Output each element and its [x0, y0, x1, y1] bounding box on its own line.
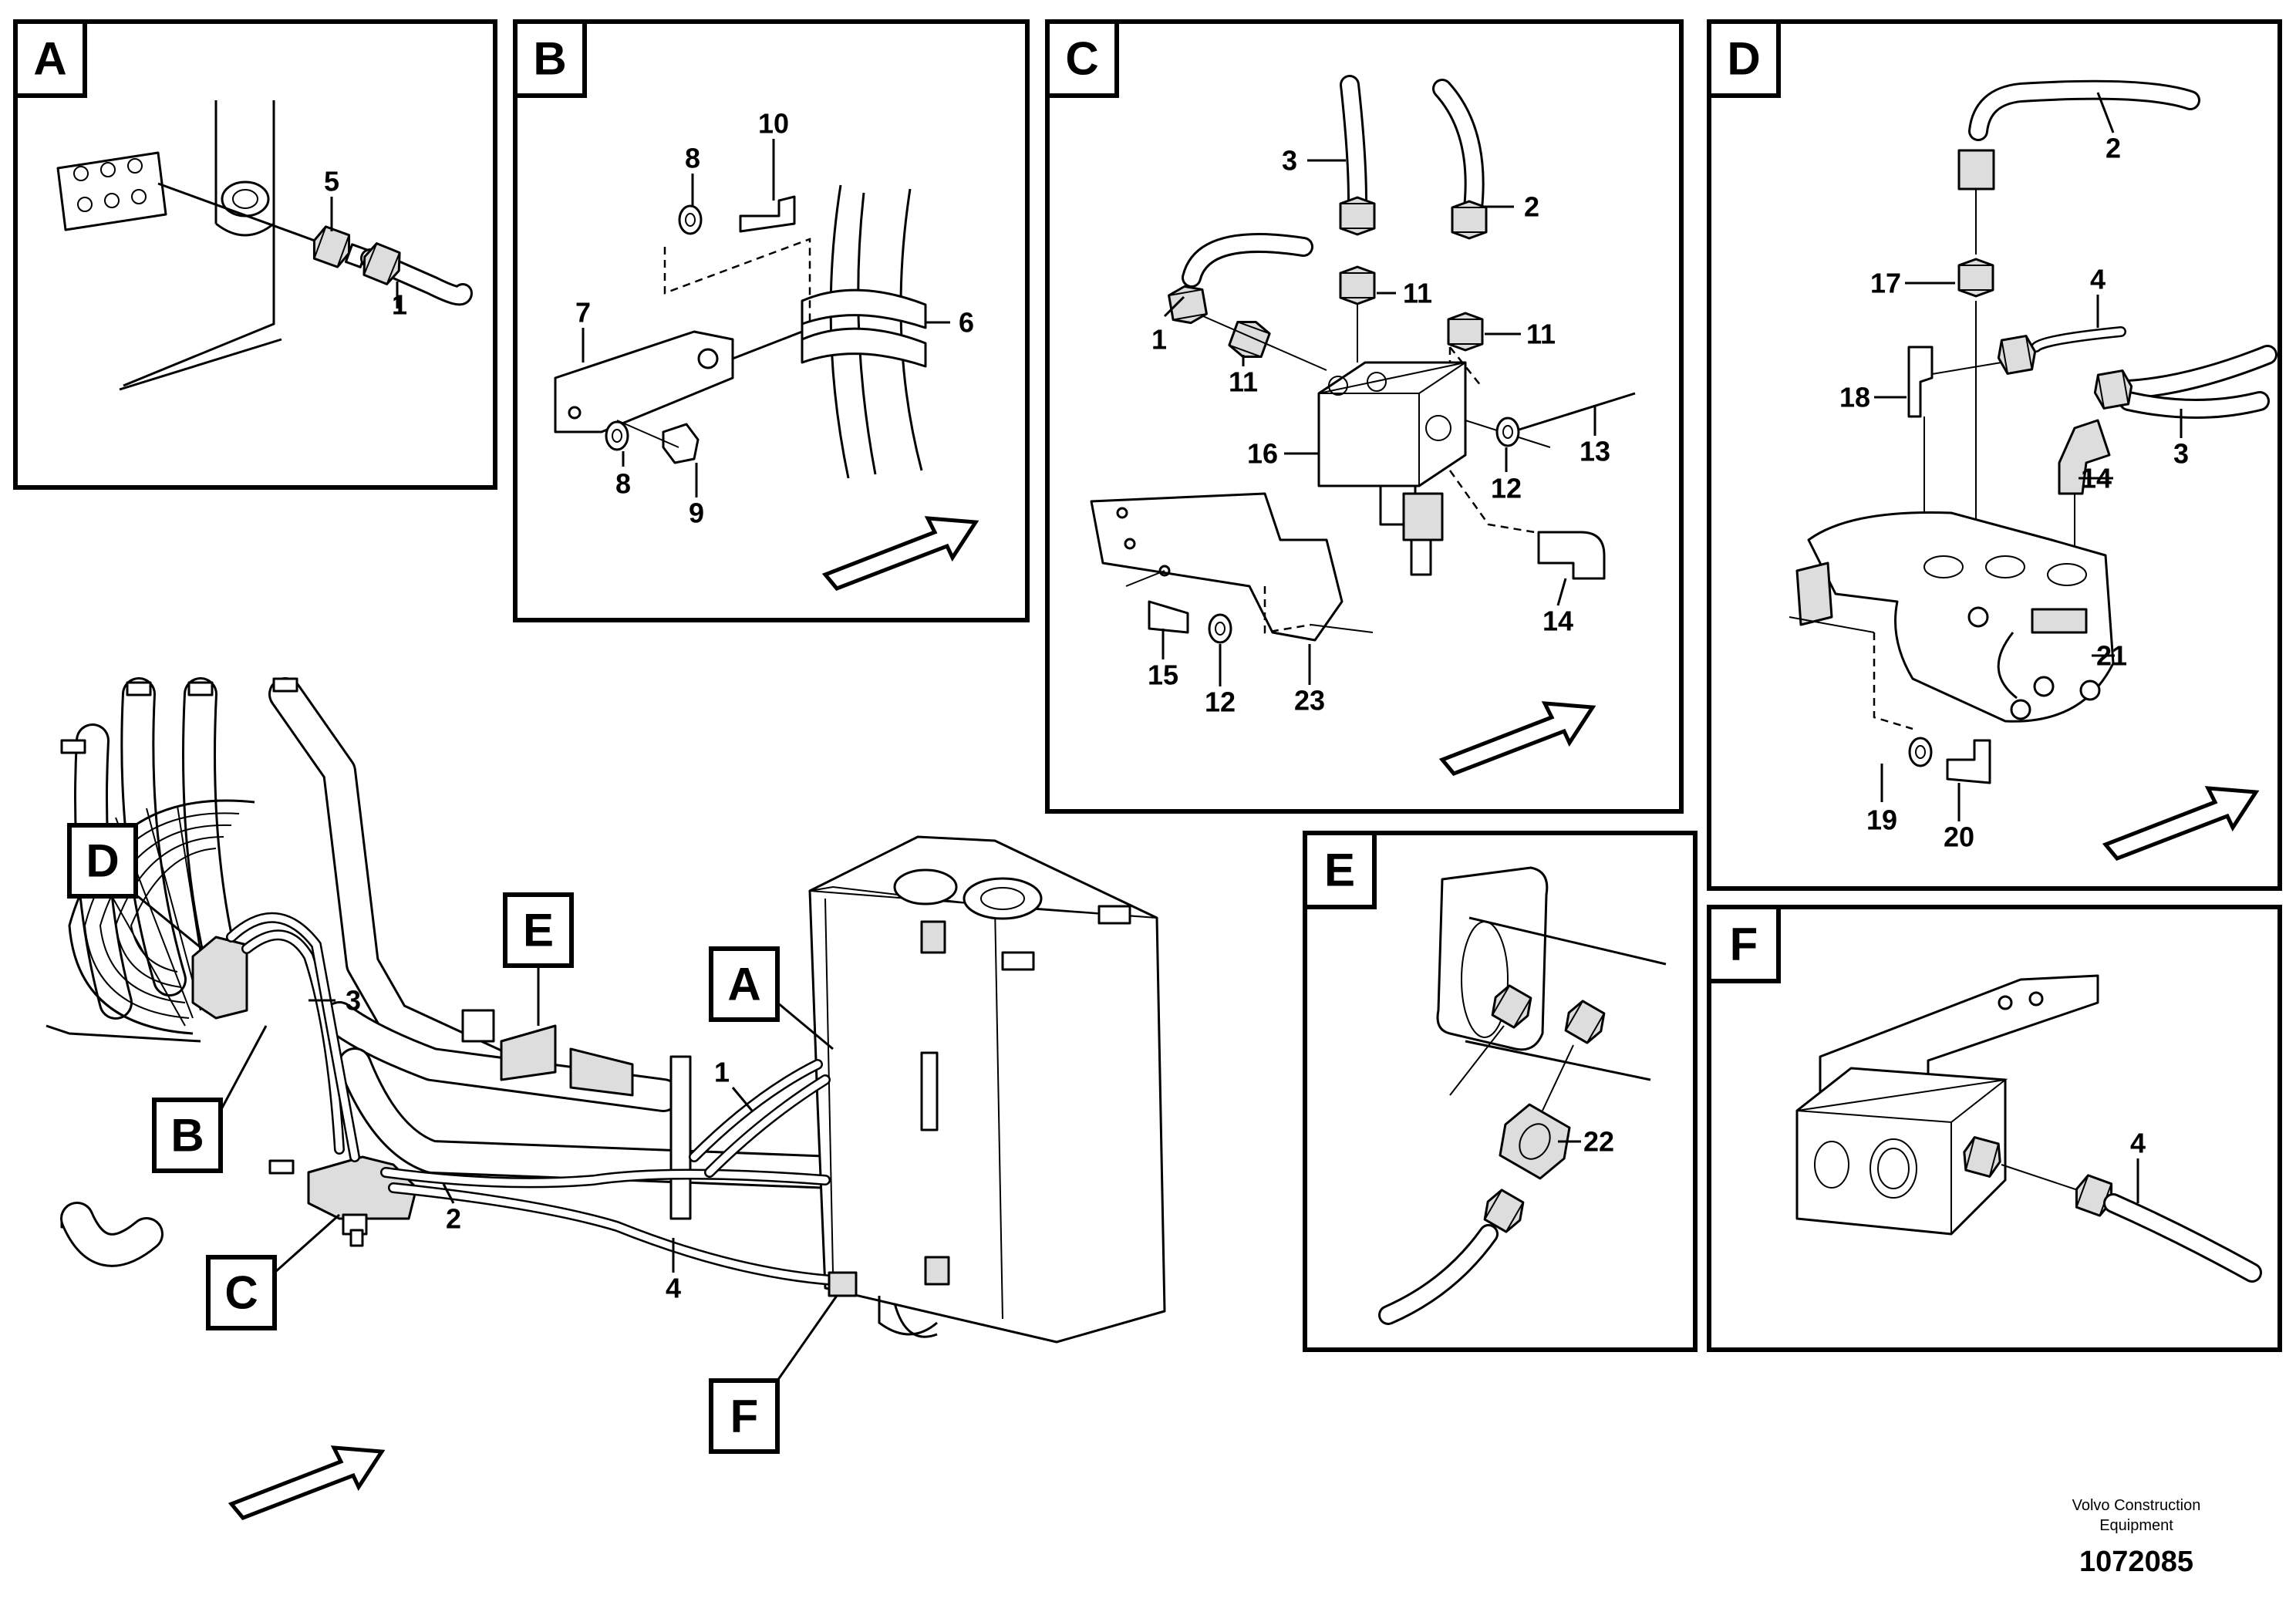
panel-d: D 2: [1707, 19, 2282, 891]
overview-callout-b: B: [170, 1110, 204, 1162]
pump-21: [1807, 511, 2115, 723]
panel-a-part-5: 5: [324, 166, 339, 197]
panel-b: B 8 10 7 6 8 9: [513, 19, 1030, 622]
panel-e-letter: E: [1324, 845, 1355, 896]
overview-part-4: 4: [666, 1273, 681, 1304]
bolt-15: [1148, 600, 1189, 634]
overview-callout-f: F: [730, 1391, 759, 1442]
bracket-7: [554, 330, 734, 433]
overview-callout-a: A: [727, 959, 760, 1010]
panel-d-part-4: 4: [2090, 264, 2106, 295]
nut-22: [1499, 1103, 1571, 1180]
footer: Volvo Construction Equipment 1072085: [2072, 1497, 2201, 1578]
panel-e: E 22: [1303, 831, 1698, 1352]
valve-block-16: [1317, 361, 1467, 487]
panel-d-part-19: 19: [1866, 804, 1897, 836]
panel-f-part-4: 4: [2130, 1128, 2146, 1159]
panel-b-part-6: 6: [959, 307, 974, 339]
overview-callout-c: C: [224, 1267, 258, 1319]
hydraulic-tank: [808, 835, 1166, 1344]
footer-brand-line2: Equipment: [2099, 1517, 2173, 1534]
panel-b-part-8a: 8: [685, 143, 700, 174]
bracket-23: [1090, 492, 1344, 642]
panel-b-part-9: 9: [689, 497, 704, 529]
overview-part-3: 3: [346, 985, 361, 1017]
flange: [1436, 866, 1549, 1051]
panel-c-part-12b: 12: [1205, 686, 1236, 718]
panel-b-part-8b: 8: [615, 468, 631, 500]
panel-c-part-11a: 11: [1403, 278, 1432, 309]
panel-a-part-1: 1: [392, 289, 407, 321]
fitting-18: [1907, 346, 1934, 418]
overview-drawing: [46, 677, 1166, 1344]
panel-a-letter: A: [33, 33, 66, 85]
panel-d-part-18: 18: [1839, 382, 1870, 413]
panel-c-part-11c: 11: [1229, 366, 1258, 398]
panel-d-part-20: 20: [1944, 821, 1974, 853]
bolt-20: [1946, 739, 1991, 784]
panel-f-letter: F: [1730, 919, 1758, 970]
panel-b-part-10: 10: [758, 108, 789, 140]
direction-arrow-d: [2102, 786, 2260, 861]
overview-part-2: 2: [446, 1203, 461, 1235]
overview-callouts: D E A B C F 3 1 2 4: [67, 823, 838, 1454]
panel-c-letter: C: [1065, 33, 1098, 85]
panel-d-part-3: 3: [2173, 438, 2189, 470]
panel-f: F 4: [1707, 905, 2282, 1352]
overview-part-1: 1: [714, 1057, 730, 1088]
clamp-6: [801, 288, 927, 329]
bolt-9: [662, 423, 700, 464]
panel-c-part-23: 23: [1294, 685, 1325, 717]
panel-c-part-16: 16: [1247, 438, 1278, 470]
overview-callout-e: E: [523, 905, 554, 956]
panel-d-part-2: 2: [2106, 133, 2121, 164]
panel-d-part-17: 17: [1870, 268, 1901, 299]
panel-c-part-15: 15: [1148, 659, 1178, 691]
panel-c-part-12a: 12: [1491, 473, 1522, 504]
panel-c-part-2: 2: [1524, 191, 1539, 223]
direction-arrow-b: [821, 516, 979, 591]
footer-brand-line1: Volvo Construction: [2072, 1497, 2201, 1514]
footer-doc-number: 1072085: [2079, 1546, 2193, 1578]
elbow-14: [1537, 531, 1606, 580]
panel-b-part-7: 7: [575, 297, 591, 329]
panel-c-part-14: 14: [1542, 605, 1573, 637]
panel-b-letter: B: [533, 33, 566, 85]
direction-arrow-c: [1438, 701, 1596, 776]
fan-pump: [191, 936, 248, 1020]
panel-c: C: [1045, 19, 1684, 814]
overview-callout-d: D: [86, 835, 119, 887]
direction-arrow-overview: [228, 1445, 386, 1520]
panel-c-part-1: 1: [1151, 324, 1167, 356]
bolt-10: [739, 195, 796, 233]
panel-a: A 5 1: [13, 19, 497, 490]
panel-c-part-3: 3: [1282, 145, 1297, 177]
panel-e-part-22: 22: [1583, 1126, 1614, 1158]
panel-c-part-11b: 11: [1526, 319, 1556, 350]
panel-c-part-13: 13: [1580, 436, 1610, 467]
panel-d-letter: D: [1727, 33, 1760, 85]
